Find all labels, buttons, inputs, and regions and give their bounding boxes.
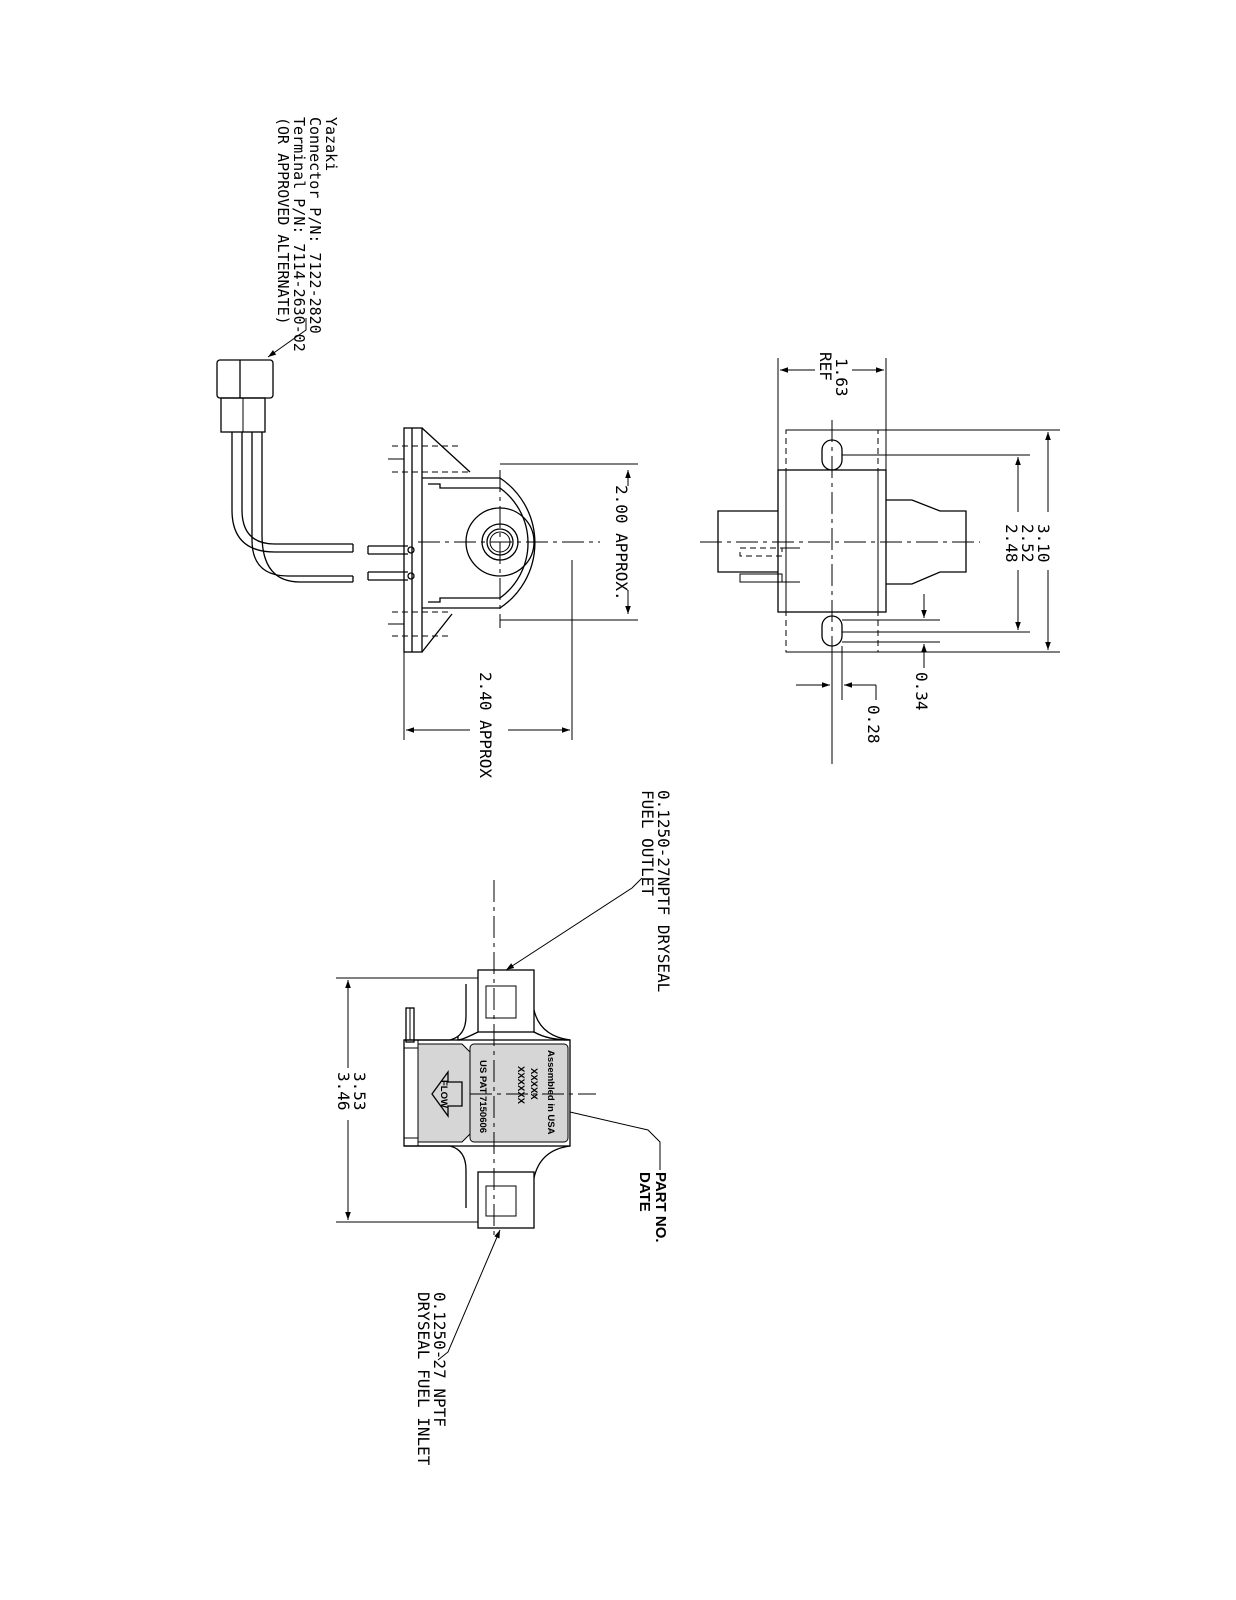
label-date-code: XXXXXX [515, 1066, 526, 1105]
pump-body-bottom: FLOW Assembled in USA XXXXX XXXXXX US PA… [403, 880, 596, 1240]
label-patent: US PAT 7150606 [477, 1060, 488, 1133]
dim-diameter: 2.00 APPROX. [612, 485, 631, 601]
marking-leader [569, 1111, 661, 1170]
marking-line2: DATE [636, 1172, 653, 1212]
connector-wires [231, 432, 354, 583]
dim-ref-suffix: REF [816, 352, 835, 381]
connector-note-line3: Terminal P/N: 7114-2630-02 [290, 117, 308, 352]
dim-outer: 2.52 [1018, 524, 1037, 563]
flow-text: FLOW [438, 1080, 449, 1108]
flow-arrow [431, 1070, 463, 1118]
marking-line1: PART NO. [652, 1172, 669, 1243]
inlet-note-line2: DRYSEAL FUEL INLET [414, 1292, 433, 1466]
front-dimensions: 2.00 APPROX. 2.40 APPROX [403, 463, 638, 778]
inlet-leader [437, 1229, 501, 1361]
inlet-note-line1: 0.1250-27 NPTF [430, 1292, 449, 1427]
mounting-flange [388, 427, 471, 653]
outlet-note-line1: 0.1250-27NPTF DRYSEAL [654, 790, 673, 992]
dim-width: 2.40 APPROX [476, 672, 495, 778]
bottom-view: 0.1250-27NPTF DRYSEAL FUEL OUTLET FLOW [334, 790, 673, 1466]
connector-note-line1: Yazaki [322, 117, 340, 171]
dim-slot-position: 0.34 [912, 672, 931, 711]
connector-leader [267, 318, 307, 358]
yazaki-connector [216, 359, 274, 433]
dim-ref: 1.63 [832, 358, 851, 397]
dim-length-min: 3.46 [334, 1072, 353, 1111]
side-view: 1.63 REF 3.10 2.52 2.48 [700, 352, 1060, 764]
connector-note-line2: Connector P/N: 7122-2820 [306, 117, 324, 334]
connector-note-line4: (OR APPROVED ALTERNATE) [274, 117, 292, 325]
dim-inner: 2.48 [1002, 524, 1021, 563]
pump-housing-front [418, 470, 600, 628]
side-dimensions: 1.63 REF 3.10 2.52 2.48 [777, 352, 1060, 744]
outlet-note-line2: FUEL OUTLET [638, 790, 657, 896]
dim-overall: 3.10 [1034, 524, 1053, 563]
terminals [367, 545, 415, 581]
bottom-dimensions: 3.53 3.46 [334, 977, 478, 1223]
connector-note: Yazaki Connector P/N: 7122-2820 Terminal… [267, 117, 340, 358]
dim-length-max: 3.53 [350, 1072, 369, 1111]
label-assembled: Assembled in USA [545, 1050, 556, 1135]
outlet-leader [505, 877, 643, 971]
dim-slot-width: 0.28 [864, 705, 883, 744]
pump-body-side [700, 420, 980, 764]
front-view: 2.00 APPROX. 2.40 APPROX [216, 359, 638, 778]
label-part-number: XXXXX [528, 1068, 539, 1100]
